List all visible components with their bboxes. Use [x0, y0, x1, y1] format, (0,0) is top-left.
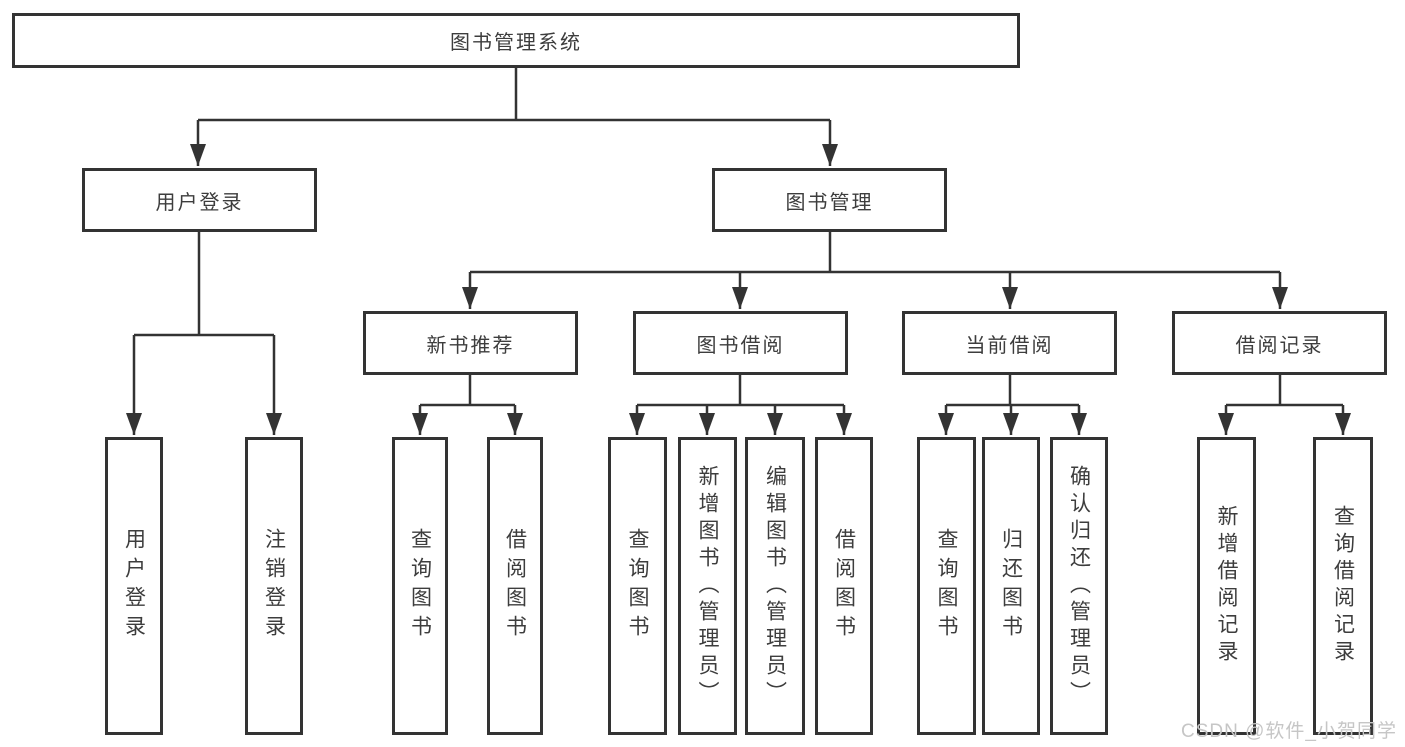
leaf-add-book-admin: 新增图书（管理员）: [678, 437, 737, 735]
node-book-management: 图书管理: [712, 168, 947, 232]
leaf-borrow-books-recommend: 借阅图书: [487, 437, 543, 735]
leaf-borrow-books-borrowing: 借阅图书: [815, 437, 873, 735]
leaf-query-borrow-record: 查询借阅记录: [1313, 437, 1373, 735]
leaf-add-borrow-record: 新增借阅记录: [1197, 437, 1256, 735]
leaf-return-books: 归还图书: [982, 437, 1040, 735]
node-current-borrowing: 当前借阅: [902, 311, 1117, 375]
node-borrowing-records: 借阅记录: [1172, 311, 1387, 375]
node-book-borrowing: 图书借阅: [633, 311, 848, 375]
connector-root-trunk: [198, 68, 830, 122]
leaf-edit-book-admin: 编辑图书（管理员）: [745, 437, 805, 735]
leaf-query-books-borrowing: 查询图书: [608, 437, 667, 735]
connector-new-book-trunk: [420, 375, 515, 407]
leaf-logout: 注销登录: [245, 437, 303, 735]
leaf-confirm-return-admin: 确认归还（管理员）: [1050, 437, 1108, 735]
connector-records-trunk: [1226, 375, 1343, 407]
leaf-query-books-current: 查询图书: [917, 437, 976, 735]
connector-book-borrowing-trunk: [637, 375, 844, 407]
node-library-system: 图书管理系统: [12, 13, 1020, 68]
connector-user-login-trunk: [134, 232, 274, 337]
connector-current-borrowing-trunk: [946, 375, 1079, 407]
leaf-user-login: 用户登录: [105, 437, 163, 735]
node-user-login: 用户登录: [82, 168, 317, 232]
connector-book-management-trunk: [470, 232, 1280, 274]
node-new-book-recommendation: 新书推荐: [363, 311, 578, 375]
leaf-query-books-recommend: 查询图书: [392, 437, 448, 735]
